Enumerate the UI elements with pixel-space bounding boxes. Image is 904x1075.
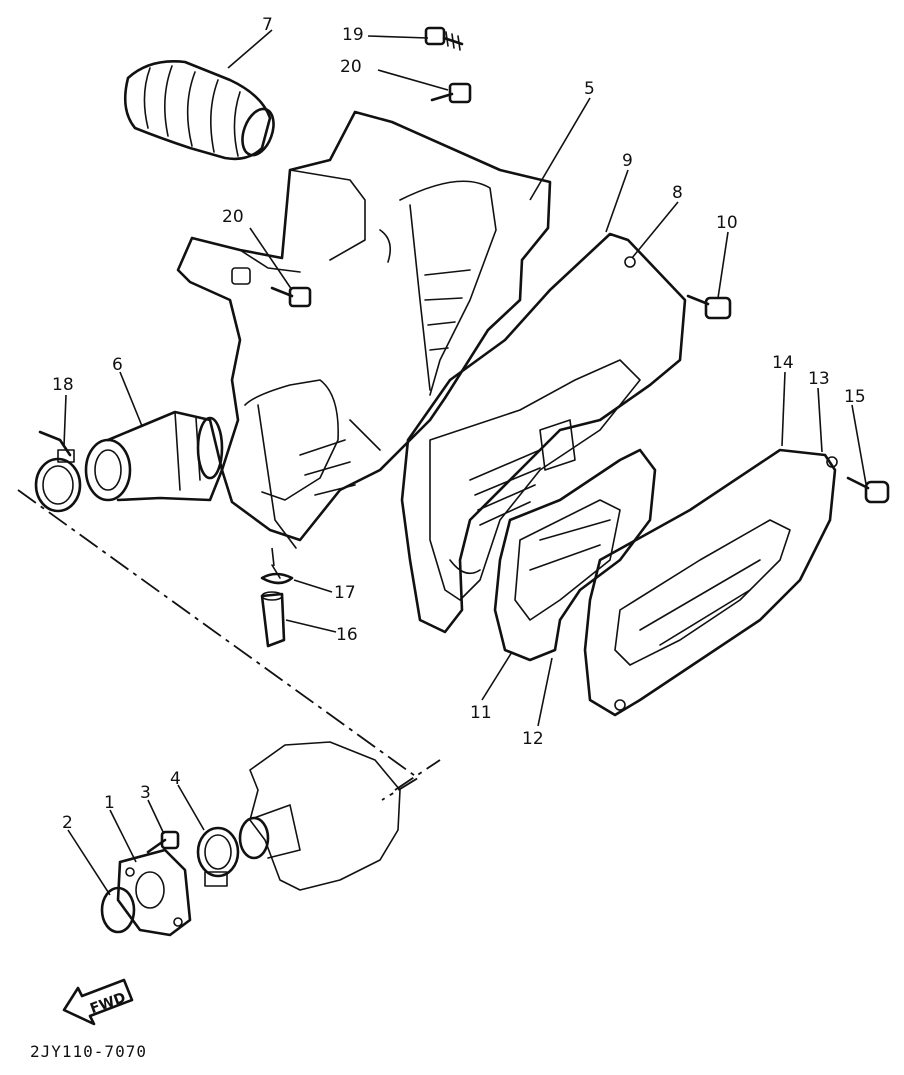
callout-11: 11 [470,703,492,723]
callout-14: 14 [772,353,794,373]
engine-outline [238,741,401,891]
screw-part-10 [686,294,732,320]
clip-part-17 [260,564,294,585]
callout-17: 17 [334,583,356,603]
intake-duct-part-7 [123,60,275,161]
callout-3: 3 [140,783,151,803]
callout-12: 12 [522,729,544,749]
bolt-part-3 [146,830,180,854]
callout-10: 10 [716,213,738,233]
screw-part-20-lower [270,286,312,308]
callout-20-lower: 20 [222,207,244,227]
callout-4: 4 [170,769,181,789]
callout-7: 7 [262,15,273,35]
clamp-part-4 [196,826,240,887]
bolt-part-19 [424,26,464,51]
fwd-arrow-icon: FWD [62,978,134,1026]
cover-part-9 [400,232,687,634]
manifold-part-1 [116,848,192,937]
screw-part-20-upper [430,82,472,104]
callout-9: 9 [622,151,633,171]
joint-part-6 [84,410,224,502]
drain-part-16 [260,591,286,648]
callout-8: 8 [672,183,683,203]
frame-part-11 [493,448,657,662]
callout-13: 13 [808,369,830,389]
callout-1: 1 [104,793,115,813]
callout-15: 15 [844,387,866,407]
callout-18: 18 [52,375,74,395]
callout-labels: 7 19 20 5 9 8 10 20 14 13 15 6 18 17 16 … [52,15,866,833]
callout-16: 16 [336,625,358,645]
leader-lines [63,29,867,896]
callout-2: 2 [62,813,73,833]
screw-part-15 [846,476,890,504]
fwd-label: FWD [88,990,128,1018]
reference-lines [17,489,441,801]
air-cleaner-case [176,110,552,549]
callout-5: 5 [584,79,595,99]
diagram-code: 2JY110-7070 [30,1042,147,1061]
callout-6: 6 [112,355,123,375]
callout-19: 19 [342,25,364,45]
clamp-part-18 [34,430,82,513]
outer-cover-part-13 [583,448,838,717]
callout-20-upper: 20 [340,57,362,77]
